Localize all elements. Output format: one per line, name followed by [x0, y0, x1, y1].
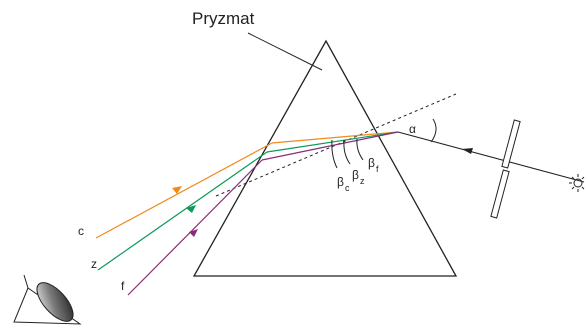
ray-c-label: c — [78, 224, 84, 238]
beta-z-subscript: z — [360, 176, 365, 186]
prism-triangle — [192, 39, 458, 277]
eye-icon — [13, 274, 82, 325]
ray-c-outgoing — [95, 142, 273, 239]
alpha-arc — [430, 118, 437, 143]
ray-z-inside — [266, 131, 399, 153]
beta-z-arc — [343, 139, 351, 165]
ray-c-inside — [271, 131, 399, 144]
beta-f-symbol: β — [368, 156, 375, 170]
ray-z-label: z — [91, 257, 97, 271]
alpha-label: α — [409, 122, 416, 136]
incident-ray — [397, 131, 585, 183]
title-label: Pryzmat — [192, 9, 255, 28]
ray-z-arrow — [186, 205, 196, 213]
normal-line — [215, 93, 457, 197]
beta-f-subscript: f — [376, 164, 379, 174]
light-source-icon — [569, 174, 585, 192]
slit-upper — [501, 119, 521, 169]
ray-f-arrow — [189, 229, 198, 237]
beta-f-arc — [356, 138, 364, 161]
ray-z-outgoing — [97, 151, 268, 271]
ray-f-label: f — [121, 279, 125, 293]
beta-c-symbol: β — [337, 175, 344, 189]
beta-c-arc — [331, 139, 338, 169]
ray-c-arrow — [172, 186, 182, 194]
ray-f-inside — [261, 131, 399, 161]
incident-arrow — [462, 148, 473, 154]
beta-c-subscript: c — [345, 183, 350, 193]
slit-lower — [490, 169, 510, 219]
ray-f-outgoing — [127, 159, 263, 296]
title-leader-line — [247, 32, 323, 71]
beta-z-symbol: β — [352, 168, 359, 182]
